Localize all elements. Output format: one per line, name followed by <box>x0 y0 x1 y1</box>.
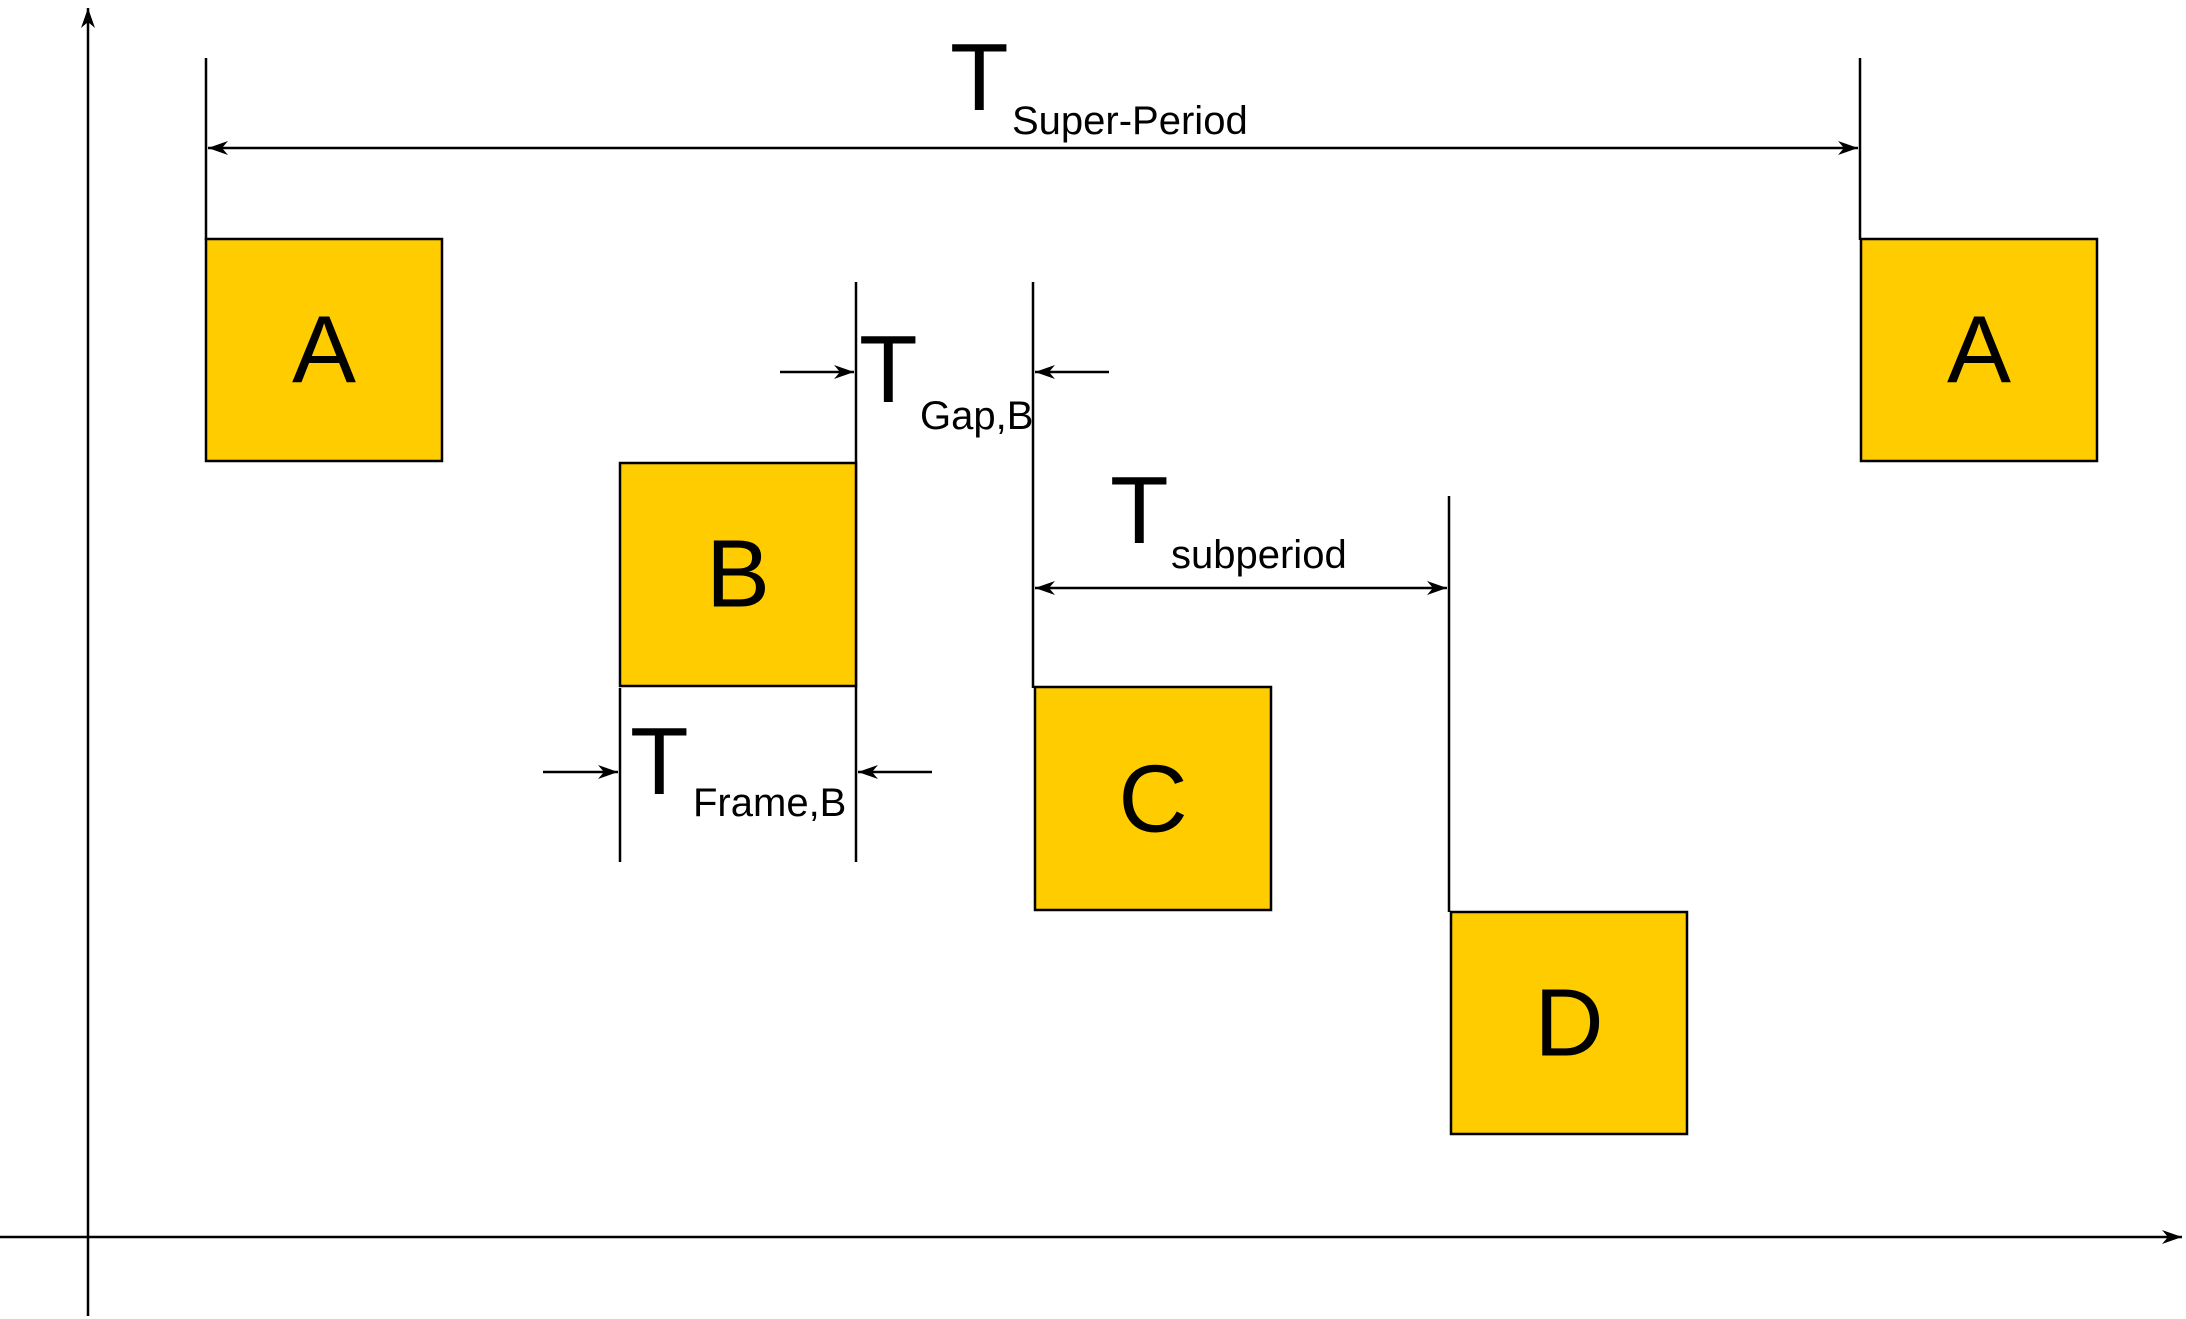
block-c: C <box>1033 685 1273 912</box>
block-c-rect <box>1033 685 1273 912</box>
gap-b-symbol: T <box>859 316 918 423</box>
block-b-rect <box>618 461 858 688</box>
frame-b-symbol: T <box>630 708 689 815</box>
subperiod-symbol: T <box>1110 457 1169 564</box>
block-d: D <box>1449 910 1689 1136</box>
block-a-first: A <box>204 237 444 463</box>
frame-b-label: T Frame,B <box>630 708 846 825</box>
gap-b-subscript: Gap,B <box>920 394 1033 438</box>
block-a-second: A <box>1859 237 2099 463</box>
subperiod-subscript: subperiod <box>1171 533 1347 577</box>
gap-b-label: T Gap,B <box>859 316 1033 438</box>
block-a-second-label: A <box>1947 297 2011 404</box>
block-a-first-rect <box>204 237 444 463</box>
super-period-subscript: Super-Period <box>1012 99 1248 143</box>
block-b: B <box>618 461 858 688</box>
block-a-second-rect <box>1859 237 2099 463</box>
block-d-rect <box>1449 910 1689 1136</box>
block-a-first-label: A <box>292 297 356 404</box>
super-period-label: T Super-Period <box>950 24 1248 143</box>
frame-b-subscript: Frame,B <box>693 781 846 825</box>
subperiod-label: T subperiod <box>1110 457 1347 577</box>
block-c-label: C <box>1118 746 1187 853</box>
block-b-label: B <box>706 521 770 628</box>
super-period-symbol: T <box>950 24 1009 131</box>
block-d-label: D <box>1534 970 1603 1077</box>
